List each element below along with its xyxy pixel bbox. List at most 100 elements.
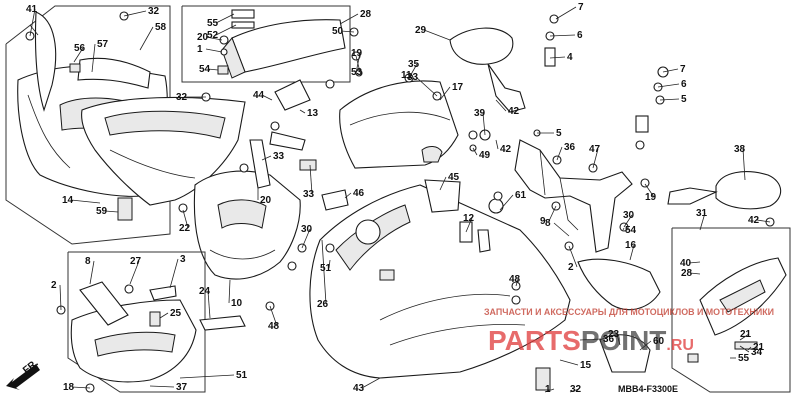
callout-leader [301, 228, 311, 249]
callout-leader [123, 10, 147, 17]
callout-number: 55 [207, 18, 219, 29]
watermark-domain: .RU [666, 337, 694, 354]
inner-panel-box [181, 5, 351, 83]
callout-number: 37 [176, 382, 188, 393]
callout-number: 30 [301, 224, 313, 235]
callout-number: 6 [577, 30, 583, 41]
right-cowl-box [671, 227, 791, 393]
callout-leader [689, 272, 701, 275]
callout-leader [261, 94, 273, 101]
callout-number: 46 [353, 188, 365, 199]
callout-leader [70, 199, 101, 204]
callout-number: 47 [589, 144, 601, 155]
callout-leader [89, 260, 95, 285]
windscreen [339, 80, 459, 169]
callout-leader [439, 86, 451, 101]
callout-number: 51 [236, 370, 248, 381]
callout-leader [261, 155, 272, 161]
callout-number: 54 [625, 225, 637, 236]
callout-number: 22 [179, 223, 191, 234]
callout-leader [499, 194, 514, 211]
watermark-brand: PARTSPOINT.RU [488, 325, 694, 356]
callout-number: 40 [680, 258, 692, 269]
callout-leader [321, 239, 327, 305]
callout-leader [544, 388, 555, 393]
callout-leader [548, 205, 557, 222]
callout-number: 17 [452, 82, 464, 93]
callout-leader [59, 284, 62, 311]
mirror-left [449, 27, 526, 113]
callout-leader [639, 340, 652, 351]
callout-number: 60 [653, 336, 665, 347]
callout-number: 54 [199, 64, 211, 75]
callout-leader [553, 222, 570, 237]
callout-number: 2 [568, 262, 574, 273]
callout-leader [747, 346, 752, 351]
inner-cover-right [577, 258, 661, 373]
callout-number: 36 [564, 142, 576, 153]
callout-number: 1 [197, 44, 203, 55]
callout-leader [495, 139, 499, 150]
side-cowl [309, 184, 571, 391]
watermark-top-text: ЗАПЧАСТИ И АКСЕССУАРЫ ДЛЯ МОТОЦИКЛОВ И М… [484, 307, 774, 317]
callout-leader [328, 259, 331, 269]
callout-leader [556, 146, 563, 161]
callout-number: 11 [401, 70, 412, 81]
callout-leader [408, 74, 411, 81]
diagram-code: MBB4-F3300E [618, 384, 678, 394]
callout-number: 7 [680, 64, 686, 75]
callout-leader [549, 34, 576, 37]
callout-number: 34 [751, 347, 763, 358]
callout-number: 30 [623, 210, 635, 221]
callout-number: 20 [260, 195, 272, 206]
callout-leader [579, 338, 602, 341]
callout-leader [71, 386, 91, 389]
front-direction-arrow: FR. [6, 358, 41, 390]
callout-leader [207, 290, 211, 319]
callout-number: 58 [155, 22, 167, 33]
callout-leader [339, 13, 359, 25]
center-inner-cowl [193, 170, 301, 280]
callout-leader [568, 245, 578, 268]
callout-leader [159, 312, 169, 319]
callout-leader [215, 13, 235, 24]
callout-number: 27 [130, 256, 142, 267]
callout-number: 52 [207, 30, 219, 41]
callout-leader [699, 212, 706, 231]
callout-number: 6 [681, 79, 687, 90]
callout-number: 45 [448, 172, 460, 183]
callout-number: 23 [608, 329, 620, 340]
callout-leader [205, 36, 223, 41]
callout-number: 61 [515, 190, 527, 201]
callout-number: 8 [85, 256, 91, 267]
callout-leader [644, 183, 655, 198]
watermark-brand-b: POINT [581, 325, 667, 356]
callout-leader [207, 68, 219, 71]
watermark-brand-a: PARTS [488, 325, 581, 356]
callout-number: 53 [351, 67, 363, 78]
callout-number: 41 [26, 4, 38, 15]
callout-number: 51 [320, 263, 332, 274]
callout-leader [555, 6, 577, 20]
callout-leader [415, 76, 438, 97]
callout-leader [756, 219, 771, 223]
cowl-stay [514, 139, 633, 253]
callout-number: 5 [556, 128, 562, 139]
callout-leader [559, 359, 579, 366]
callout-leader [659, 98, 680, 101]
callout-number: 35 [408, 59, 420, 70]
callout-leader [29, 8, 36, 37]
callout-number: 15 [580, 360, 592, 371]
callout-number: 33 [303, 189, 315, 200]
callout-number: 42 [500, 144, 512, 155]
callout-leader [129, 260, 140, 285]
callout-leader [182, 209, 189, 229]
callout-number: 20 [197, 32, 209, 43]
callout-leader [215, 24, 237, 36]
callout-number: 32 [176, 92, 188, 103]
callout-number: 55 [738, 353, 750, 364]
callout-number: 3 [180, 254, 186, 265]
callout-number: 18 [63, 382, 75, 393]
callout-number: 12 [463, 213, 475, 224]
callout-leader [179, 374, 235, 379]
